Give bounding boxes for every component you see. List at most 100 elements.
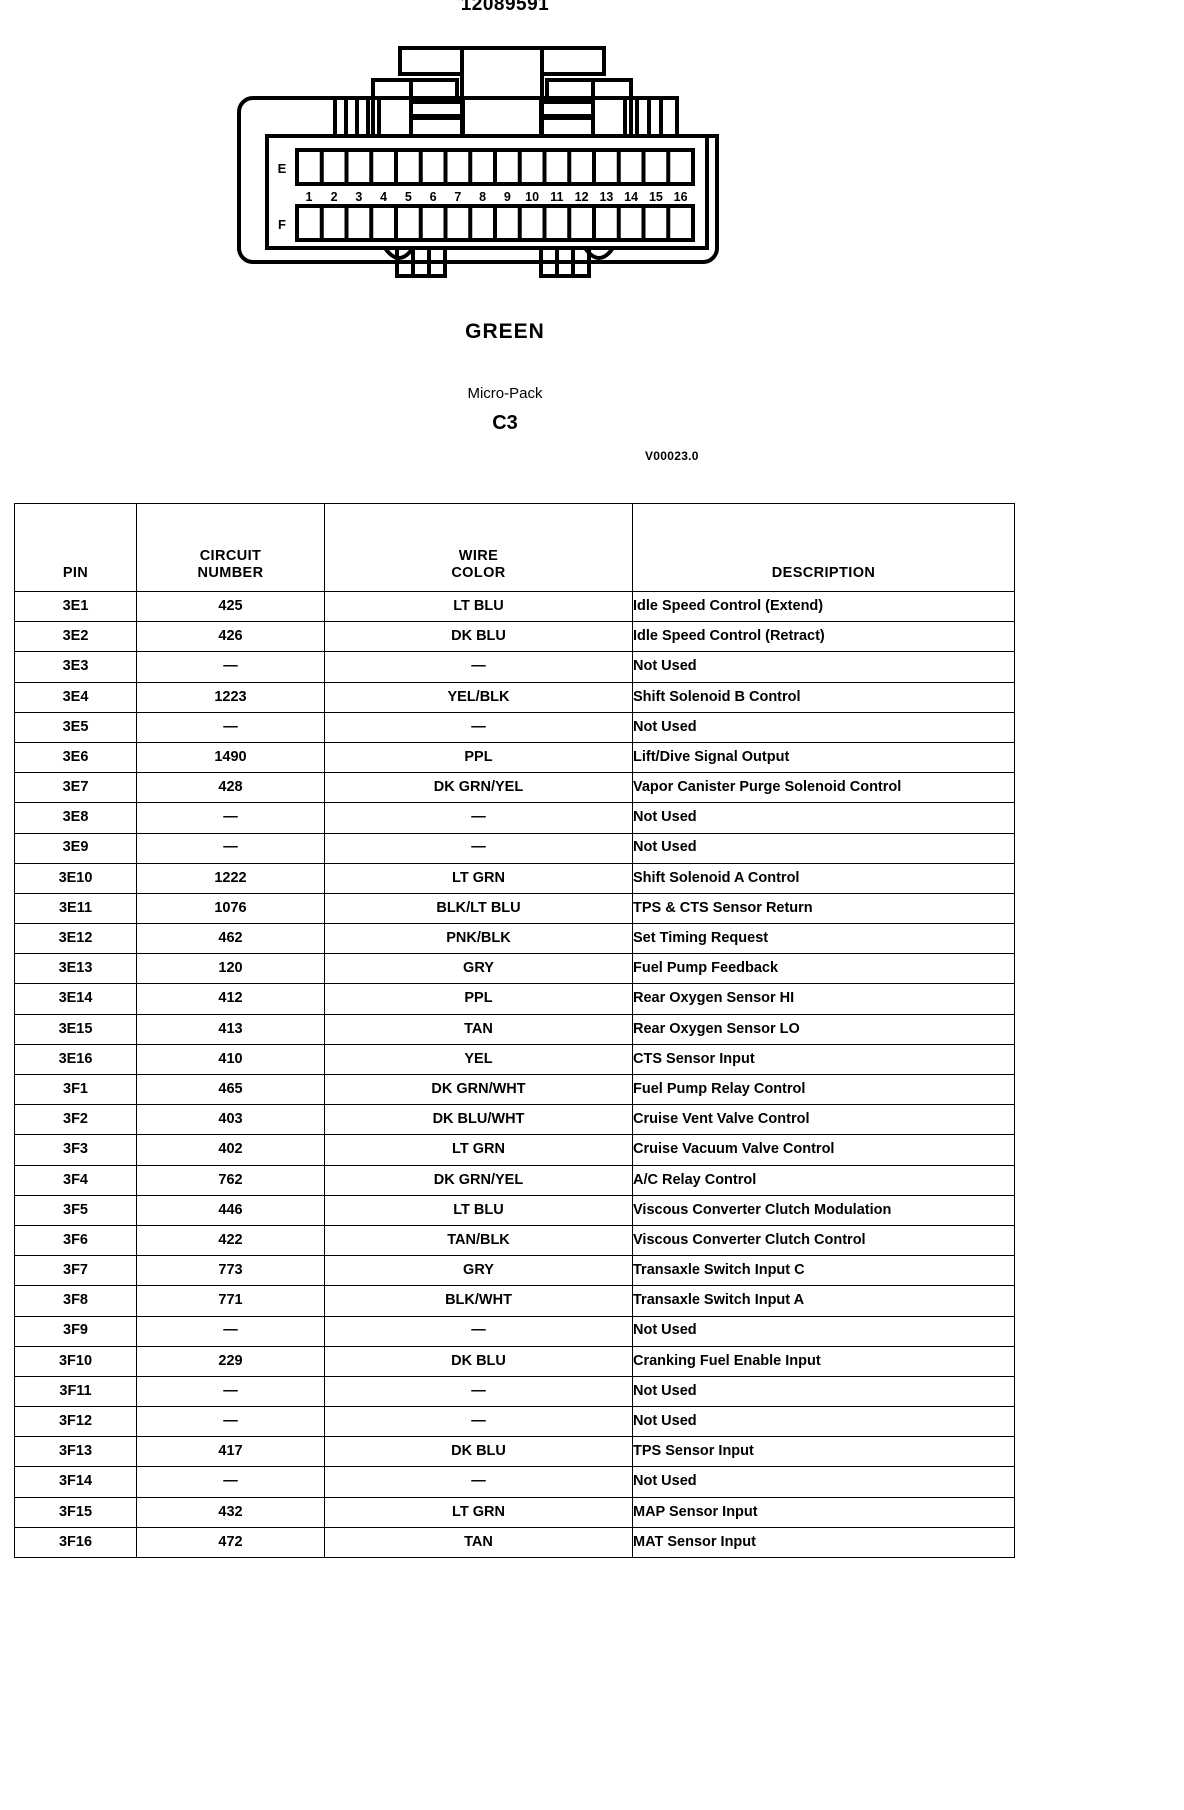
cell-wire-color: — [324, 1406, 633, 1438]
cell-pin: 3F5 [14, 1194, 137, 1226]
cavity-number: 5 [405, 190, 412, 204]
cell-pin: 3E4 [14, 681, 137, 713]
cell-description: A/C Relay Control [632, 1164, 1015, 1196]
cell-pin: 3F9 [14, 1315, 137, 1347]
cell-circuit: 422 [136, 1224, 325, 1257]
cell-description: Idle Speed Control (Retract) [632, 621, 1015, 653]
cell-circuit: — [136, 711, 325, 743]
cell-circuit: 465 [136, 1073, 325, 1106]
cavity-number: 12 [575, 190, 589, 204]
cavity-number: 4 [380, 190, 387, 204]
cell-pin: 3F13 [14, 1436, 137, 1468]
cell-wire-color: — [324, 1466, 633, 1498]
cell-circuit: 120 [136, 953, 325, 985]
cell-description: Shift Solenoid A Control [632, 862, 1015, 894]
cell-pin: 3F14 [14, 1466, 137, 1498]
cell-wire-color: DK BLU [324, 621, 633, 653]
cell-circuit: 413 [136, 1013, 325, 1045]
column-header-circuit-line2: NUMBER [197, 564, 264, 581]
table-row: 3F11——Not Used [14, 1375, 1015, 1408]
cell-description: Transaxle Switch Input A [632, 1285, 1015, 1317]
cell-pin: 3E15 [14, 1013, 137, 1045]
column-header-wire-line2: COLOR [451, 564, 506, 581]
table-row: 3E3——Not Used [14, 651, 1015, 683]
cavity-number: 6 [430, 190, 437, 204]
cell-pin: 3F15 [14, 1496, 137, 1528]
connector-id-label: C3 [492, 412, 518, 434]
column-header-pin: PIN [14, 503, 137, 592]
part-number: 12089591 [460, 0, 550, 15]
table-row: 3E8——Not Used [14, 802, 1015, 834]
pin-table-container: PIN CIRCUIT NUMBER WIRE COLOR DESCRIPTIO… [14, 503, 1015, 1559]
cell-circuit: 402 [136, 1134, 325, 1166]
cell-pin: 3F8 [14, 1285, 137, 1317]
cell-description: Rear Oxygen Sensor LO [632, 1013, 1015, 1045]
cell-circuit: 446 [136, 1194, 325, 1226]
cell-circuit: 432 [136, 1496, 325, 1528]
cell-circuit: 1076 [136, 892, 325, 925]
table-row: 3F12——Not Used [14, 1406, 1015, 1438]
cell-description: Viscous Converter Clutch Modulation [632, 1194, 1015, 1226]
cell-wire-color: — [324, 1375, 633, 1408]
cell-pin: 3E13 [14, 953, 137, 985]
cell-circuit: 426 [136, 621, 325, 653]
cell-wire-color: DK GRN/WHT [324, 1073, 633, 1106]
cell-pin: 3E12 [14, 923, 137, 955]
cell-wire-color: LT BLU [324, 1194, 633, 1226]
cell-circuit: 462 [136, 923, 325, 955]
cell-pin: 3F6 [14, 1224, 137, 1257]
cell-circuit: 410 [136, 1043, 325, 1076]
cell-pin: 3F16 [14, 1526, 137, 1559]
cell-wire-color: DK BLU [324, 1345, 633, 1377]
version-label: V00023.0 [645, 449, 699, 463]
table-header: PIN CIRCUIT NUMBER WIRE COLOR DESCRIPTIO… [14, 503, 1015, 592]
cell-description: Not Used [632, 802, 1015, 834]
cavity-number: 8 [479, 190, 486, 204]
pin-assignment-table: PIN CIRCUIT NUMBER WIRE COLOR DESCRIPTIO… [14, 503, 1015, 1559]
cell-wire-color: YEL [324, 1043, 633, 1076]
cell-wire-color: — [324, 832, 633, 864]
cavity-number: 15 [649, 190, 663, 204]
cell-wire-color: — [324, 802, 633, 834]
cell-wire-color: PNK/BLK [324, 923, 633, 955]
cell-circuit: — [136, 1466, 325, 1498]
cell-wire-color: LT GRN [324, 1134, 633, 1166]
cell-wire-color: YEL/BLK [324, 681, 633, 713]
cell-pin: 3E9 [14, 832, 137, 864]
cell-description: TPS & CTS Sensor Return [632, 892, 1015, 925]
cavity-number: 13 [599, 190, 613, 204]
cell-circuit: 1490 [136, 741, 325, 774]
cell-circuit: 773 [136, 1255, 325, 1287]
cell-pin: 3F4 [14, 1164, 137, 1196]
cell-pin: 3E16 [14, 1043, 137, 1076]
cell-circuit: 472 [136, 1526, 325, 1559]
cell-circuit: — [136, 1315, 325, 1347]
cell-wire-color: — [324, 651, 633, 683]
cell-pin: 3E3 [14, 651, 137, 683]
table-row: 3E5——Not Used [14, 711, 1015, 743]
cell-pin: 3F7 [14, 1255, 137, 1287]
cell-description: Cruise Vacuum Valve Control [632, 1134, 1015, 1166]
cell-wire-color: BLK/LT BLU [324, 892, 633, 925]
cell-pin: 3E7 [14, 772, 137, 804]
cavity-number: 11 [550, 190, 563, 204]
cavity-row-f [295, 204, 695, 242]
cell-pin: 3F2 [14, 1104, 137, 1136]
row-label-e: E [278, 161, 287, 176]
cell-description: Not Used [632, 1466, 1015, 1498]
